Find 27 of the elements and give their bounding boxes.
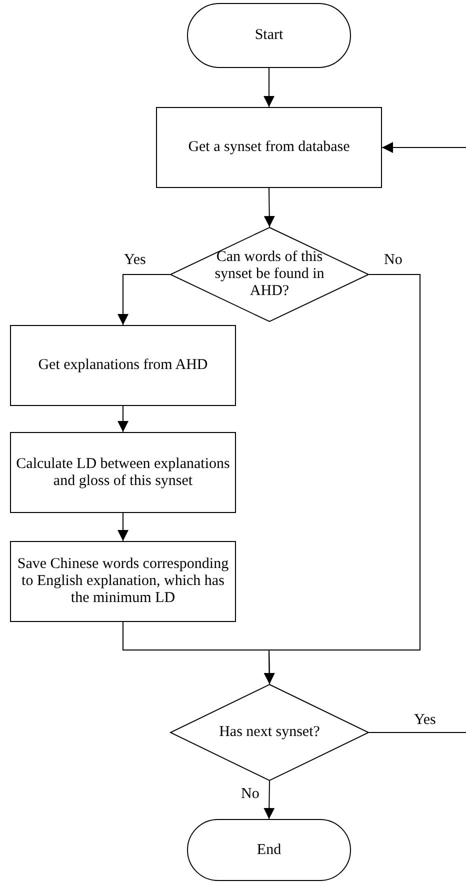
process-box (10, 325, 236, 406)
edge-label: Yes (124, 252, 146, 269)
arrow (264, 274, 420, 684)
step-text: Get a synset from database (188, 139, 350, 156)
step-text: Calculate LD between explanations and gloss of this synset (16, 456, 230, 490)
step-text: End (256, 842, 282, 858)
step-text: Has next synset? (219, 724, 320, 741)
edge-label: Yes (414, 712, 436, 729)
process-box (156, 107, 382, 188)
decision-diamond (170, 684, 369, 781)
arrow (118, 406, 128, 432)
arrow (264, 188, 275, 228)
arrow (118, 274, 170, 326)
step-text: Get explanations from AHD (38, 357, 208, 374)
step-text: Start (254, 27, 284, 44)
process-box (10, 432, 236, 513)
process-box (10, 541, 236, 622)
arrow (264, 68, 274, 108)
step-text: Can words of this synset be found in AHD? (214, 249, 326, 300)
arrow (382, 142, 466, 153)
edge-label: No (241, 786, 260, 803)
arrow (118, 512, 128, 542)
edge-label: No (384, 252, 402, 269)
decision-diamond (170, 227, 369, 322)
connector-line (368, 732, 466, 733)
arrow (264, 780, 275, 820)
step-text: Save Chinese words corresponding to English explanation, which has the minimum LD (16, 556, 230, 607)
